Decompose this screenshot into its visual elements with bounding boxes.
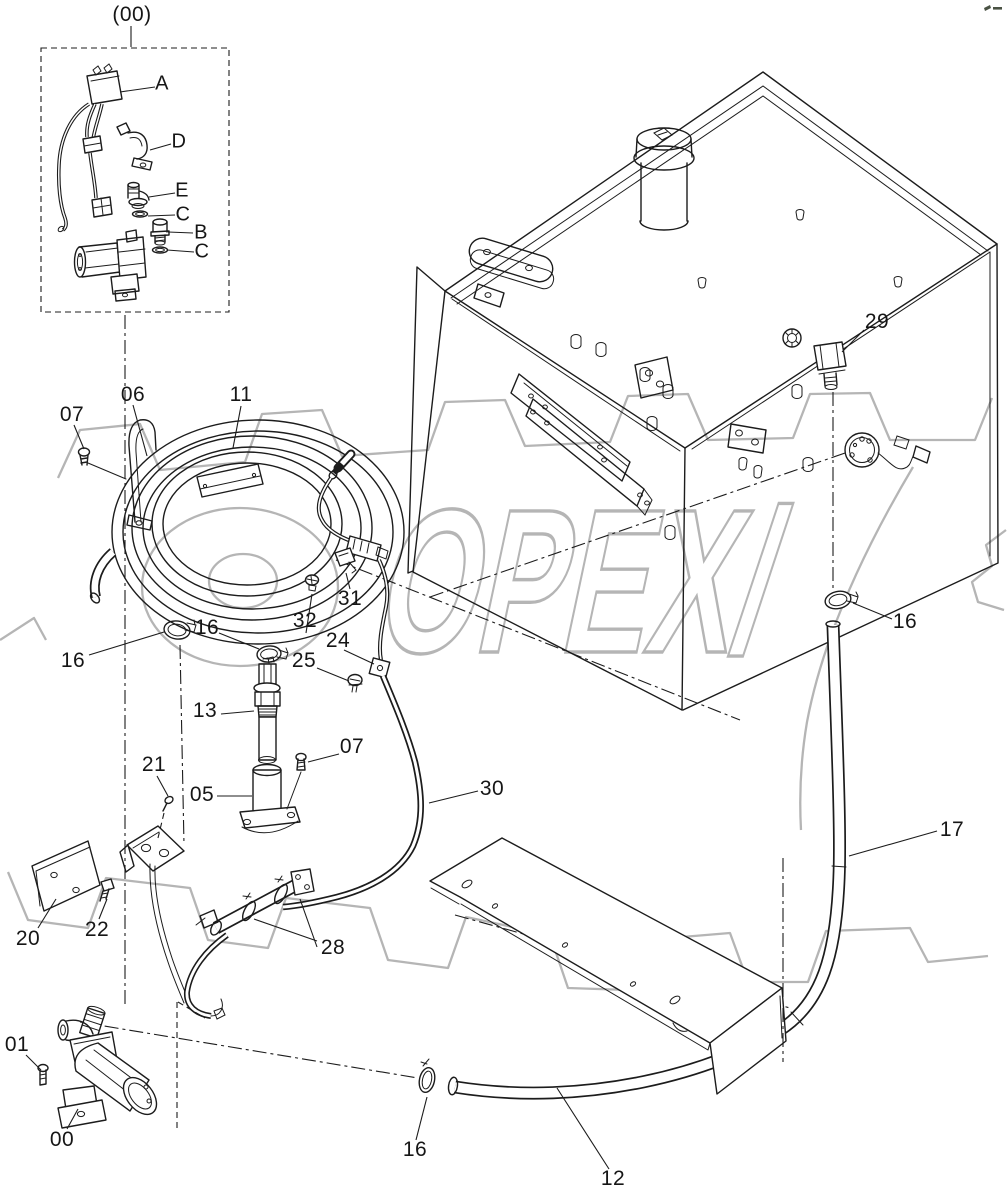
part-label-22[interactable]: 22 — [84, 918, 110, 941]
part-label-07b[interactable]: 07 — [339, 735, 365, 758]
clamp-16-bottom — [418, 1058, 436, 1094]
part-label-A[interactable]: A — [155, 72, 169, 95]
fuel-tank — [407, 71, 999, 711]
elbow-e — [127, 181, 150, 209]
part-label-detail-box[interactable]: (00) — [112, 3, 152, 26]
part-label-21[interactable]: 21 — [141, 753, 167, 776]
tank-tabs-bosses — [570, 334, 814, 540]
part-label-30[interactable]: 30 — [479, 777, 505, 800]
clamp-16-right — [824, 590, 859, 610]
part-label-25[interactable]: 25 — [291, 649, 317, 672]
clamp-16-center — [256, 645, 289, 663]
part-label-E[interactable]: E — [175, 179, 189, 202]
part-label-16c[interactable]: 16 — [892, 610, 918, 633]
corner-artifact — [984, 5, 1002, 11]
clamp-16-coil-left — [163, 619, 197, 640]
hanger-bracket — [119, 825, 189, 1004]
suction-pipe-assembly — [183, 868, 315, 1020]
filler-neck — [633, 127, 695, 231]
part-label-16b[interactable]: 16 — [194, 616, 220, 639]
part-label-11[interactable]: 11 — [229, 383, 253, 406]
part-label-00[interactable]: 00 — [49, 1128, 75, 1151]
hose-label-plate — [196, 463, 264, 498]
part-label-06[interactable]: 06 — [120, 383, 146, 406]
pump-lower-centerlines — [176, 1001, 206, 1131]
hose-30 — [282, 674, 424, 911]
step-plate — [429, 837, 787, 1095]
oring-c2 — [151, 246, 169, 254]
part-label-C1[interactable]: C — [175, 203, 191, 226]
pump-unit-small — [73, 229, 147, 302]
leader-lines — [25, 26, 938, 1170]
ferrule-24 — [368, 657, 391, 679]
sensor-plate — [844, 432, 931, 470]
bolt-07b — [286, 752, 307, 810]
clip-31 — [334, 547, 357, 574]
hose-17-12 — [447, 620, 847, 1100]
sensor-harness — [316, 449, 390, 661]
standpipe-05 — [239, 763, 301, 834]
bracket-06 — [126, 419, 157, 531]
tank-pad-bracket — [468, 237, 555, 308]
fuel-pump-00 — [57, 1005, 158, 1129]
part-label-07a[interactable]: 07 — [59, 403, 85, 426]
tank-rail-bracket — [510, 373, 653, 516]
bolt-07a — [77, 447, 127, 480]
screw-32 — [304, 574, 320, 592]
watermark-gear-bottom-teeth — [6, 871, 989, 992]
bolt-25 — [347, 673, 363, 693]
watermark-gear-top-teeth — [56, 391, 994, 479]
hose-coil-11 — [89, 419, 405, 645]
part-label-16d[interactable]: 16 — [402, 1138, 428, 1161]
part-label-20[interactable]: 20 — [15, 927, 41, 950]
part-label-D[interactable]: D — [171, 130, 187, 153]
bolt-01 — [37, 1063, 49, 1086]
part-label-13[interactable]: 13 — [192, 699, 218, 722]
watermark-arc-fragment — [0, 466, 1007, 831]
grommet-ring — [782, 328, 802, 348]
oring-c1 — [131, 210, 149, 218]
part-label-16a[interactable]: 16 — [60, 649, 86, 672]
part-label-24[interactable]: 24 — [325, 629, 351, 652]
plug-b — [150, 218, 170, 246]
part-label-31[interactable]: 31 — [337, 587, 363, 610]
bracket-d — [116, 122, 153, 171]
bolt-21 — [157, 795, 174, 839]
part-label-28[interactable]: 28 — [320, 936, 346, 959]
part-label-05[interactable]: 05 — [189, 783, 215, 806]
part-label-01[interactable]: 01 — [4, 1033, 30, 1056]
part-label-29[interactable]: 29 — [864, 310, 890, 333]
plate-20 — [31, 840, 101, 912]
part-label-32[interactable]: 32 — [292, 609, 318, 632]
part-label-12[interactable]: 12 — [600, 1167, 626, 1190]
center-lines — [79, 315, 846, 1079]
relay-a — [56, 63, 123, 233]
tank-top-plugs — [697, 209, 903, 289]
part-label-B[interactable]: B — [194, 221, 208, 244]
bolt-22 — [99, 878, 115, 902]
detail-box — [40, 47, 230, 313]
part-label-C2[interactable]: C — [194, 240, 210, 263]
part-label-17[interactable]: 17 — [939, 818, 965, 841]
elbow-fitting-29 — [813, 341, 847, 390]
fuel-sender-13 — [253, 656, 281, 764]
